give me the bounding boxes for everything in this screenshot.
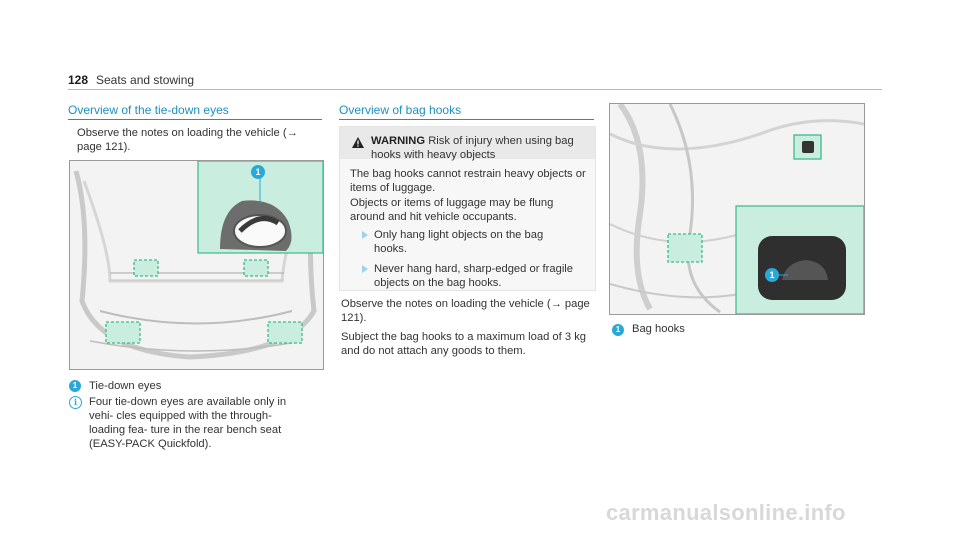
warning-bullet-1: Only hang light objects on the bag hooks…: [374, 229, 544, 255]
bag-hooks-illustration: [609, 103, 865, 315]
bag-hooks-legend-badge: 1: [612, 324, 624, 336]
bag-hooks-legend-label: Bag hooks: [632, 323, 685, 335]
bag-hook-callout-badge: 1: [765, 268, 779, 282]
warning-paragraph-1: The bag hooks cannot restrain heavy obje…: [350, 168, 586, 194]
tie-down-intro: Observe the notes on loading the vehicle…: [77, 127, 298, 153]
warning-title: WARNING Risk of injury when using bag ho…: [371, 134, 586, 162]
bag-hooks-load-limit: Subject the bag hooks to a maximum load …: [341, 331, 587, 357]
watermark: carmanualsonline.info: [606, 500, 846, 525]
tie-down-eyes-illustration: [69, 160, 324, 370]
section-title: Seats and stowing: [96, 73, 195, 87]
bag-hook-diagram: [610, 104, 864, 314]
tie-down-heading: Overview of the tie-down eyes: [68, 103, 229, 117]
trunk-diagram: [70, 161, 323, 369]
bag-hooks-heading-rule: [339, 119, 594, 120]
bag-hooks-heading: Overview of bag hooks: [339, 103, 462, 117]
tie-down-legend-label: Tie-down eyes: [89, 380, 162, 392]
warning-paragraph-2: Objects or items of luggage may be flung…: [350, 197, 554, 223]
page-number: 128: [68, 73, 89, 87]
warning-header: WARNING Risk of injury when using bag ho…: [340, 127, 595, 162]
arrow-right-icon: [362, 265, 368, 273]
warning-box: WARNING Risk of injury when using bag ho…: [339, 126, 596, 291]
arrow-right-icon: [362, 231, 368, 239]
info-icon: i: [69, 396, 82, 409]
tie-down-info-note: Four tie-down eyes are available only in…: [89, 396, 287, 450]
warning-risk-text: Risk of injury when using bag hooks with…: [371, 135, 574, 161]
warning-triangle-icon: [352, 137, 364, 148]
warning-bullet-2: Never hang hard, sharp-edged or fragile …: [374, 263, 574, 289]
tie-down-legend-badge: 1: [69, 380, 81, 392]
tie-down-heading-rule: [68, 119, 322, 120]
header-divider: [68, 89, 882, 90]
tie-down-callout-badge: 1: [251, 165, 265, 179]
bag-hooks-loading-note: Observe the notes on loading the vehicle…: [341, 298, 590, 324]
warning-label: WARNING: [371, 135, 426, 147]
